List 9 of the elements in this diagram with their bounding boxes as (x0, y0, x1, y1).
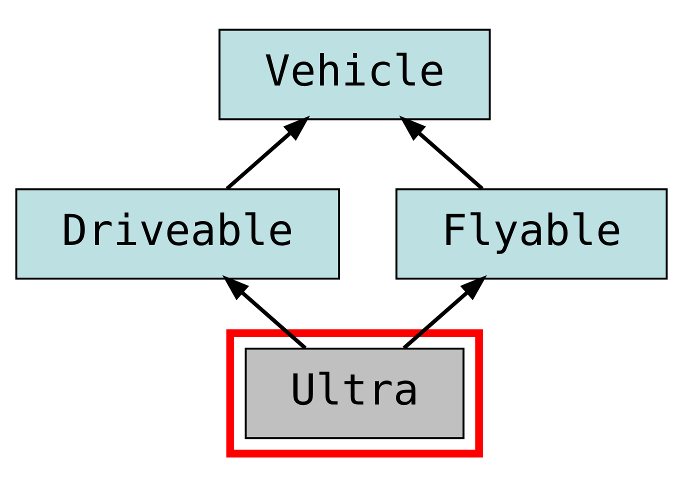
arrow (399, 116, 484, 190)
node-box: Driveable (15, 188, 340, 280)
node-box: Vehicle (218, 28, 491, 120)
arrow (226, 116, 310, 190)
arrow (222, 275, 307, 350)
node-box: Ultra (244, 348, 464, 440)
arrow (402, 275, 487, 350)
node-box: Flyable (395, 188, 668, 280)
cluster (226, 329, 483, 458)
